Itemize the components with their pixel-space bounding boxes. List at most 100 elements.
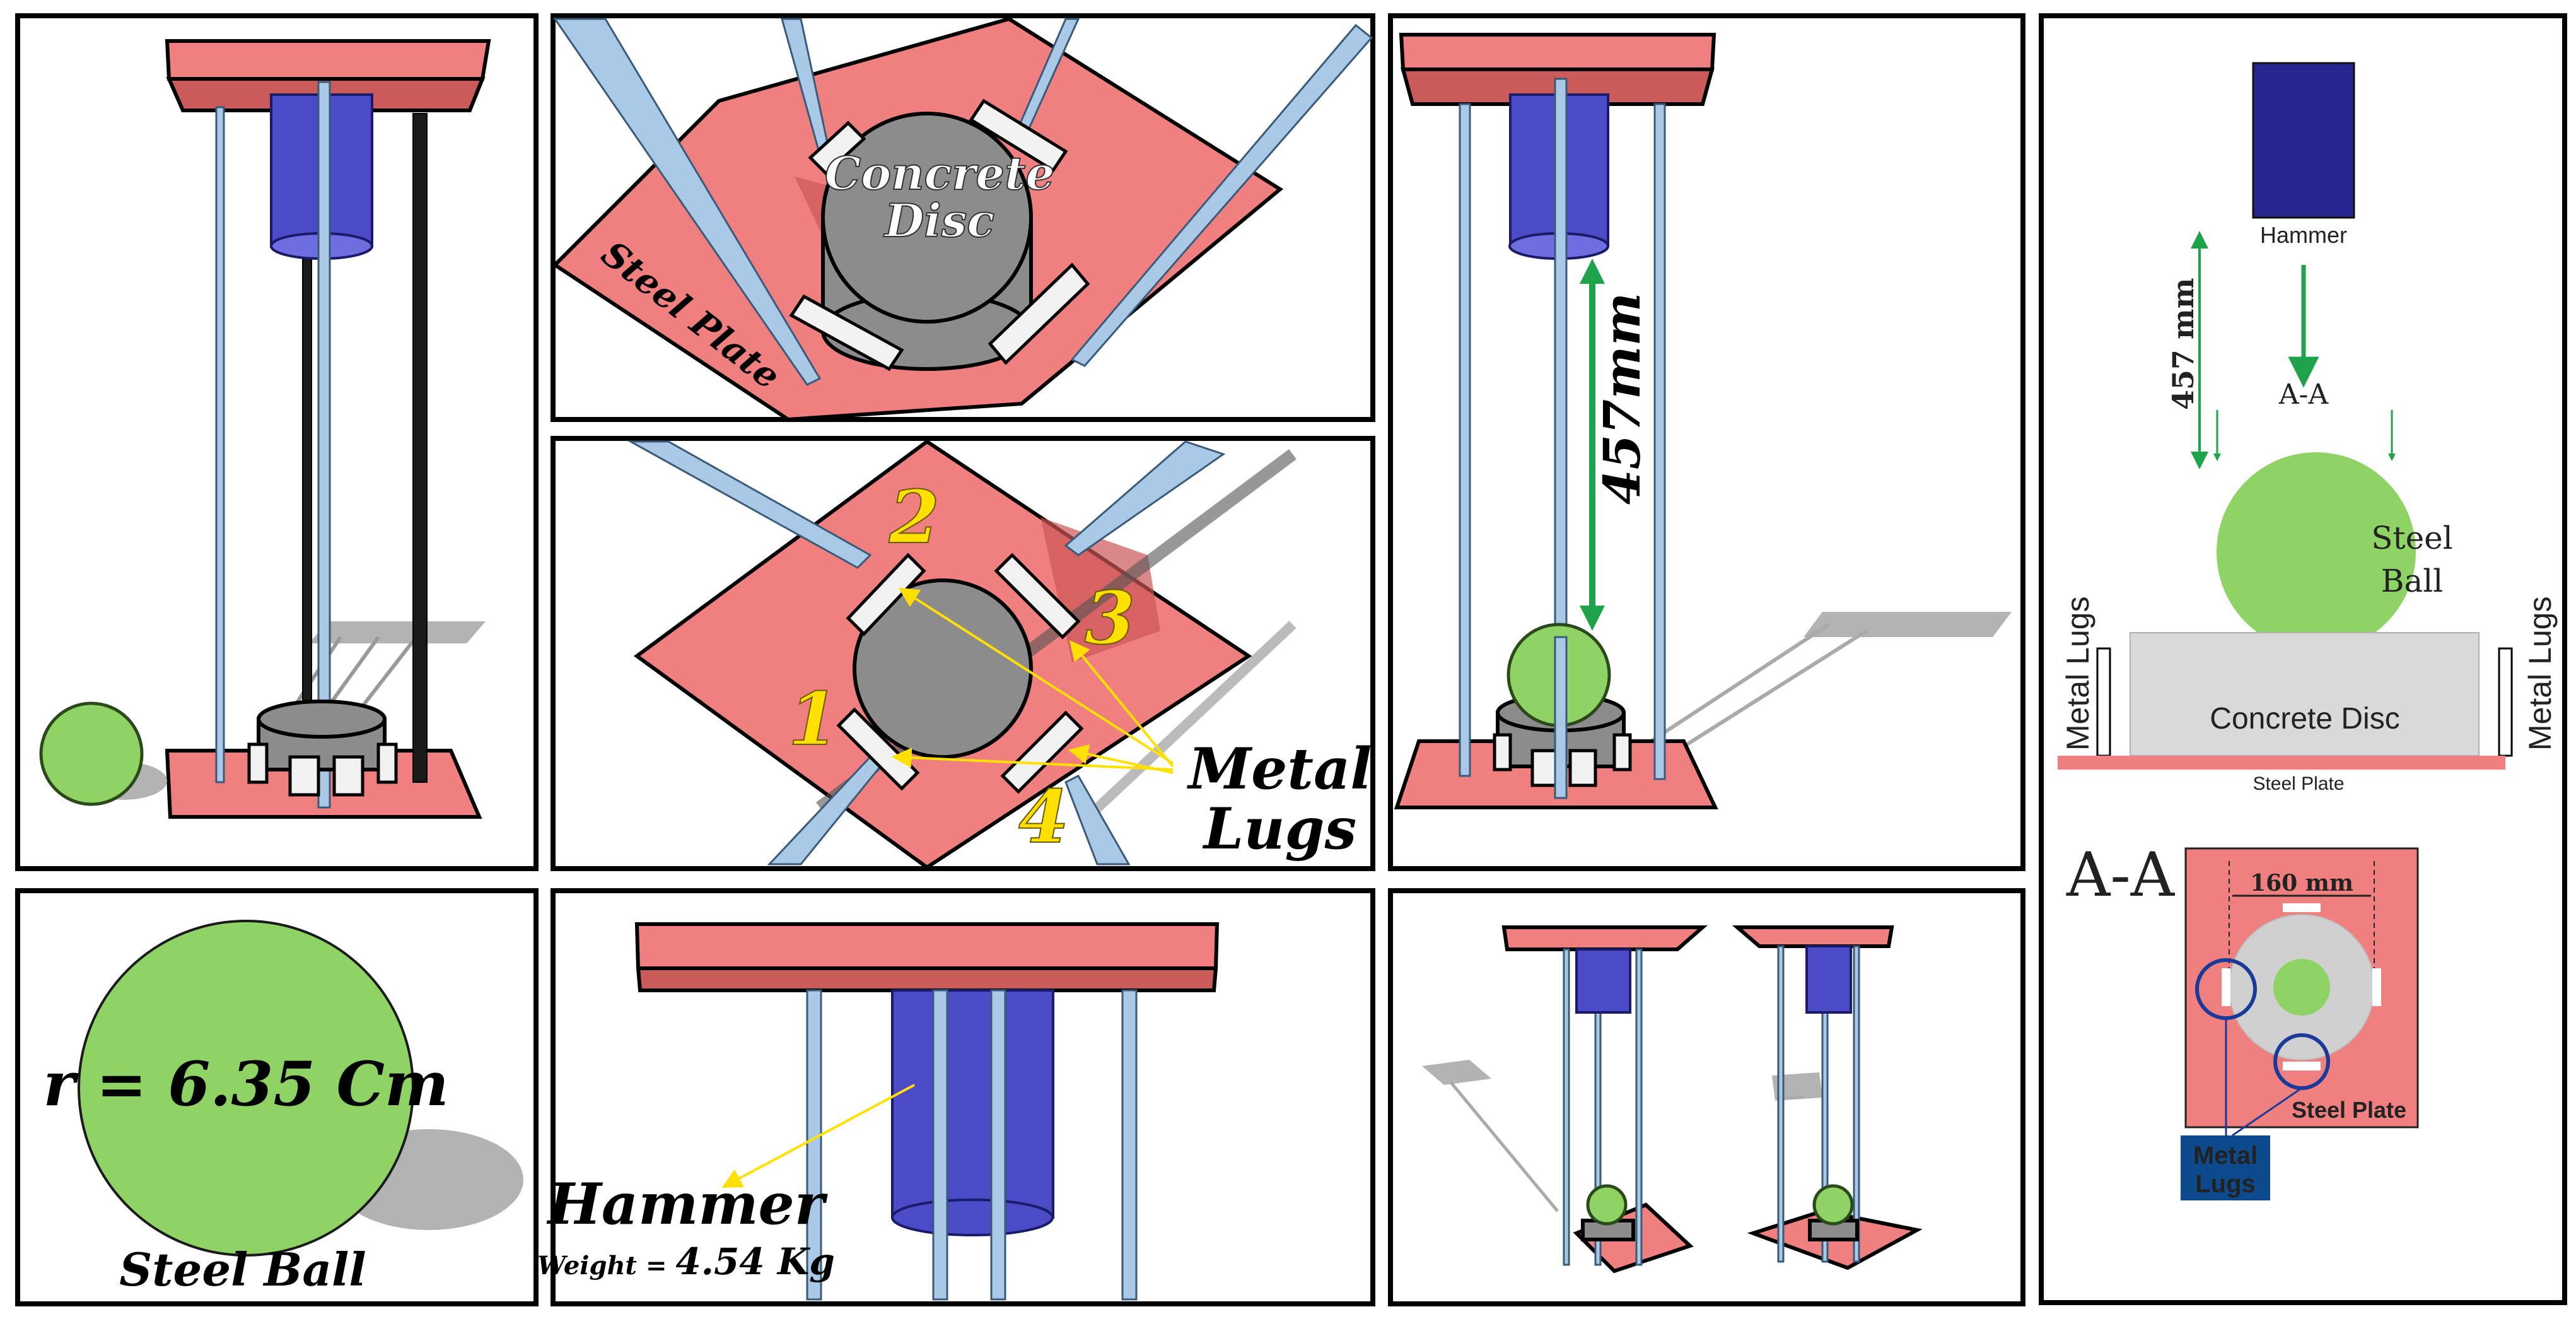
- guide-rod: [215, 106, 225, 783]
- top-plate: [165, 39, 491, 81]
- hammer-body: [891, 989, 1054, 1219]
- steel-ball: [1586, 1184, 1628, 1226]
- metal-lugs-box-line1: Metal: [2193, 1142, 2258, 1170]
- guide-rod: [1070, 23, 1373, 367]
- metal-lug: [247, 742, 269, 784]
- height-dimension-label: 457 mm: [2166, 278, 2200, 410]
- metal-lug: [846, 553, 926, 636]
- lug-leader-arrow: [1068, 744, 1174, 774]
- hammer-weight-label: Weight = 4.54 Kg: [537, 1240, 835, 1283]
- schematic-steel-label: Steel: [2371, 520, 2453, 556]
- large-steel-ball: [78, 920, 414, 1257]
- metal-lug: [789, 294, 904, 372]
- metal-lug: [1000, 710, 1084, 794]
- schematic-concrete-disc-label: Concrete Disc: [2210, 702, 2399, 736]
- lug-leader-arrow: [898, 587, 1174, 765]
- hammer-body: [1805, 945, 1852, 1014]
- guide-rod: [990, 989, 1006, 1301]
- guide-rod: [1563, 948, 1570, 1266]
- schematic-concrete-disc: [2130, 632, 2480, 756]
- guide-rod: [932, 989, 948, 1301]
- schematic-metal-lugs-left: Metal Lugs: [2060, 596, 2095, 751]
- guide-rod: [412, 113, 428, 783]
- schematic-steel-ball: [2217, 452, 2416, 652]
- concrete-disc: [853, 578, 1033, 759]
- lug-leader-arrow: [1069, 640, 1174, 768]
- guide-rod: [627, 440, 872, 569]
- hammer-leader-arrow: [721, 1084, 915, 1188]
- panel-lug-numbering: 1 2 3 4 Metal Lugs: [551, 436, 1375, 871]
- schematic-metal-lug: [2498, 647, 2513, 757]
- panel-frame: [1388, 888, 2025, 1306]
- section-ball-contact: [2273, 959, 2330, 1016]
- top-plate: [634, 922, 1220, 970]
- ball-radius-label: r = 6.35 Cm: [43, 1048, 448, 1120]
- schematic-hammer: [2252, 62, 2355, 219]
- panel-perspective-views: [1388, 888, 2025, 1306]
- metal-lug: [332, 755, 364, 797]
- metal-lug: [836, 707, 920, 791]
- lug-number-4: 4: [1018, 775, 1069, 860]
- panel-disc-top-view: Concrete Disc Steel Plate: [551, 13, 1375, 422]
- hammer-label: Hammer: [546, 1171, 828, 1238]
- section-metal-lug: [2283, 903, 2321, 912]
- guide-rod: [1064, 775, 1131, 865]
- apparatus-shadow: [309, 621, 486, 643]
- metal-lugs-label: Metal: [1187, 736, 1372, 802]
- hammer-body: [1575, 948, 1631, 1014]
- panel-drop-height: 457mm: [1388, 13, 2025, 871]
- guide-rod: [1064, 440, 1226, 556]
- top-plate: [1501, 925, 1708, 951]
- metal-lug: [808, 120, 866, 176]
- schematic-steel-plate: [2058, 756, 2505, 770]
- top-plate: [1732, 925, 1894, 948]
- concrete-disc-label: Concrete: [825, 146, 1054, 200]
- guide-rod: [1459, 103, 1471, 777]
- metal-lug: [1612, 733, 1632, 771]
- guide-rod: [806, 989, 822, 1301]
- panel-hammer: Hammer Weight = 4.54 Kg: [537, 888, 1375, 1306]
- diameter-label: 160 mm: [2250, 870, 2353, 896]
- metal-lug: [1530, 749, 1559, 787]
- guide-rod: [1777, 945, 1785, 1263]
- section-marker-label: A-A: [2278, 378, 2329, 411]
- panel-apparatus-side: [15, 13, 539, 871]
- section-metal-lug: [2372, 968, 2381, 1006]
- schematic-metal-lugs-right: Metal Lugs: [2522, 596, 2558, 751]
- lug-number-2: 2: [889, 475, 940, 560]
- guide-rod: [1653, 103, 1666, 780]
- concrete-disc-label-2: Disc: [883, 194, 994, 247]
- schematic-steel-plate-label: Steel Plate: [2253, 773, 2344, 794]
- metal-lug: [994, 553, 1081, 640]
- schematic-metal-lug: [2096, 647, 2111, 757]
- steel-ball: [1812, 1184, 1854, 1226]
- concrete-disc: [821, 112, 1033, 324]
- top-plate: [1399, 33, 1716, 71]
- panel-schematic: Hammer 457 mm A-A Steel Ball Concrete Di…: [2039, 13, 2567, 1305]
- guide-rod: [553, 18, 822, 386]
- metal-lug: [969, 98, 1068, 173]
- metal-lugs-box: [2181, 1135, 2270, 1200]
- lug-number-3: 3: [1085, 576, 1135, 661]
- lug-leader-arrow: [891, 747, 1174, 771]
- section-metal-lug: [2283, 1062, 2321, 1070]
- metal-lug: [1493, 733, 1512, 771]
- metal-lug: [988, 262, 1090, 365]
- metal-lugs-label-2: Lugs: [1202, 795, 1356, 862]
- steel-ball-label: Steel Ball: [119, 1243, 366, 1296]
- section-steel-plate-label: Steel Plate: [2292, 1097, 2406, 1123]
- guide-rod: [1853, 945, 1860, 1263]
- steel-ball: [39, 701, 144, 806]
- section-metal-lug: [2222, 968, 2230, 1006]
- metal-lugs-box-line2: Lugs: [2195, 1170, 2256, 1198]
- schematic-hammer-label: Hammer: [2260, 222, 2347, 248]
- metal-lug: [1568, 749, 1597, 787]
- drop-height-label: 457mm: [1592, 293, 1652, 505]
- section-title: A-A: [2066, 840, 2176, 910]
- metal-lug: [376, 742, 398, 784]
- panel-steel-ball: r = 6.35 Cm Steel Ball: [15, 888, 539, 1306]
- schematic-ball-label: Ball: [2381, 563, 2444, 599]
- metal-lug: [288, 755, 320, 797]
- lug-number-1: 1: [788, 677, 839, 762]
